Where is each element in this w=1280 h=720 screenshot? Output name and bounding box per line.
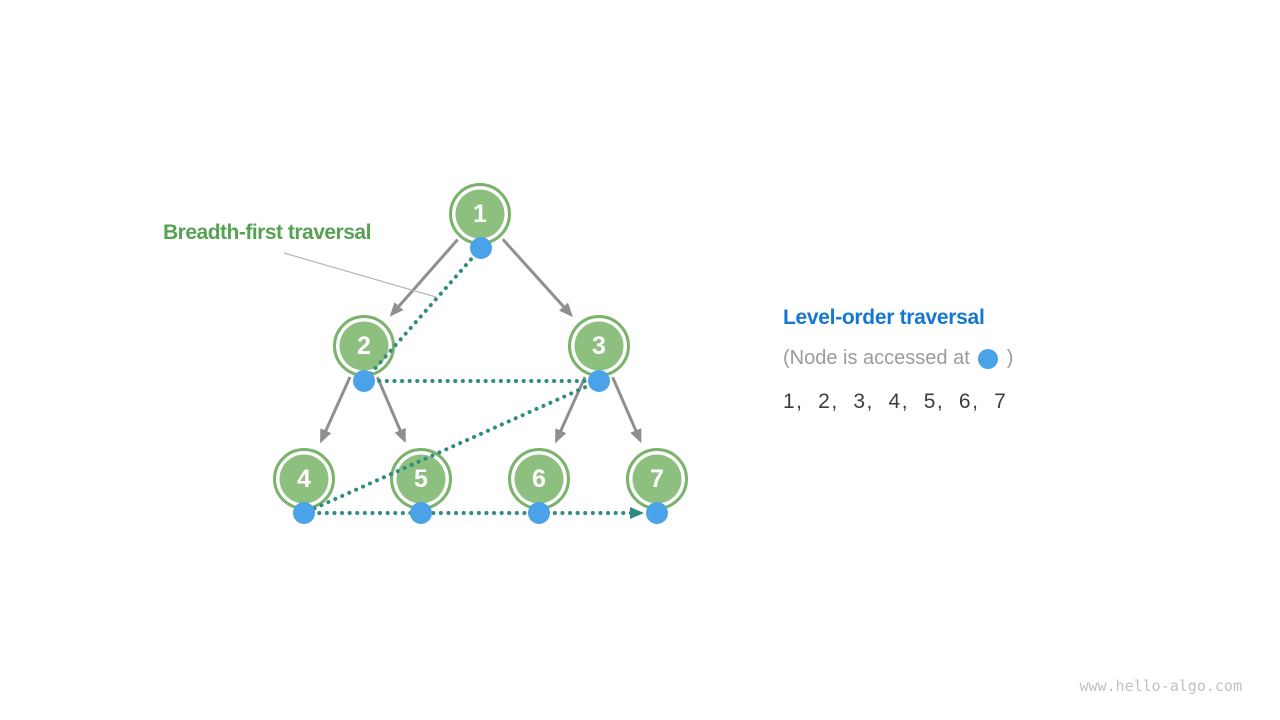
access-dot-4 xyxy=(293,502,315,524)
tree-node-5-label: 5 xyxy=(414,464,428,493)
tree-node-6: 6 xyxy=(508,448,570,510)
tree-node-5: 5 xyxy=(390,448,452,510)
access-dot-3 xyxy=(588,370,610,392)
tree-node-4-label: 4 xyxy=(297,464,311,493)
breadth-first-label: Breadth-first traversal xyxy=(163,221,371,244)
tree-node-2: 2 xyxy=(333,315,395,377)
tree-node-2-label: 2 xyxy=(357,331,371,360)
panel-note-prefix: (Node is accessed at xyxy=(783,347,970,369)
tree-edge-1-2 xyxy=(389,238,459,317)
tree-edge-2-5 xyxy=(376,376,406,444)
tree-edge-3-6 xyxy=(554,376,587,444)
watermark: www.hello-algo.com xyxy=(1079,677,1242,695)
access-dot-2 xyxy=(353,370,375,392)
tree-node-1-label: 1 xyxy=(473,199,487,228)
tree-node-4: 4 xyxy=(273,448,335,510)
panel-note: (Node is accessed at ) xyxy=(783,347,1013,370)
panel-title: Level-order traversal xyxy=(783,306,985,329)
tree-node-3: 3 xyxy=(568,315,630,377)
access-dot-1 xyxy=(470,237,492,259)
tree-edge-1-3 xyxy=(501,238,573,318)
level-order-panel: Level-order traversal (Node is accessed … xyxy=(783,306,1013,414)
tree-edge-2-4 xyxy=(319,376,352,444)
tree-node-1: 1 xyxy=(449,183,511,245)
access-dot-7 xyxy=(646,502,668,524)
panel-note-suffix: ) xyxy=(1006,347,1014,369)
traversal-sequence: 1, 2, 3, 4, 5, 6, 7 xyxy=(783,390,1008,413)
tree-node-7: 7 xyxy=(626,448,688,510)
access-dot-6 xyxy=(528,502,550,524)
label-pointer-line xyxy=(283,252,437,298)
tree-edge-3-7 xyxy=(611,376,642,444)
access-dot-5 xyxy=(410,502,432,524)
tree-node-6-label: 6 xyxy=(532,464,546,493)
tree-node-3-label: 3 xyxy=(592,331,606,360)
tree-node-7-label: 7 xyxy=(650,464,664,493)
access-dot-icon xyxy=(977,348,998,369)
